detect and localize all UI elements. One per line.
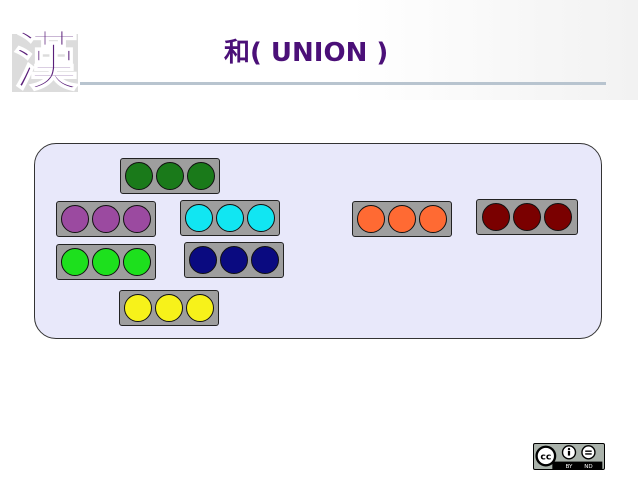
ball — [185, 204, 213, 232]
ball — [125, 162, 153, 190]
svg-text:cc: cc — [540, 452, 551, 463]
ball — [251, 246, 279, 274]
ball — [92, 205, 120, 233]
ball-group-light-green — [56, 244, 156, 280]
ball-group-orange — [352, 201, 452, 237]
ball — [61, 248, 89, 276]
ball — [216, 204, 244, 232]
ball-group-yellow — [119, 290, 219, 326]
ball — [124, 294, 152, 322]
ball — [123, 205, 151, 233]
ball — [388, 205, 416, 233]
ball — [186, 294, 214, 322]
han-character-logo: 漢 — [12, 24, 80, 98]
ball — [123, 248, 151, 276]
slide-title: 和( UNION ) — [224, 38, 389, 68]
ball — [61, 205, 89, 233]
ball — [189, 246, 217, 274]
ball — [187, 162, 215, 190]
cc-nd-label: ND — [584, 464, 592, 470]
ball — [419, 205, 447, 233]
svg-text:漢: 漢 — [14, 25, 79, 98]
ball — [513, 203, 541, 231]
ball — [247, 204, 275, 232]
ball — [92, 248, 120, 276]
cc-by-label: BY — [566, 464, 574, 470]
title-underline — [80, 82, 606, 85]
ball-group-green — [120, 158, 220, 194]
ball-group-purple — [56, 201, 156, 237]
cc-by-nd-icon: cc BY ND — [533, 443, 605, 470]
ball-group-maroon — [476, 199, 578, 235]
ball — [156, 162, 184, 190]
ball-group-navy — [184, 242, 284, 278]
ball — [357, 205, 385, 233]
ball — [220, 246, 248, 274]
ball — [155, 294, 183, 322]
ball-group-cyan — [180, 200, 280, 236]
ball — [482, 203, 510, 231]
ball — [544, 203, 572, 231]
